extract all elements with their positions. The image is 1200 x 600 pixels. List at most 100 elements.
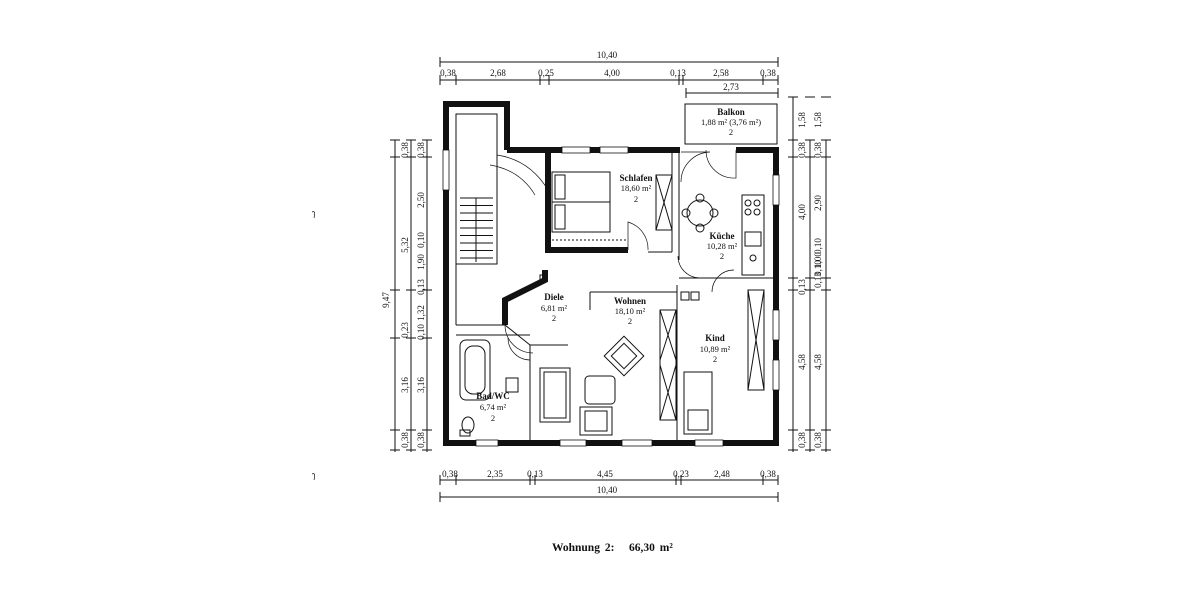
dim-right-outer-segment: 0,38 xyxy=(797,142,807,158)
dim-top-total: 10,40 xyxy=(597,50,618,60)
wall-unit-icon xyxy=(659,309,677,421)
dim-top-segment: 2,68 xyxy=(490,68,506,78)
room-kind-count: 2 xyxy=(713,354,717,364)
dim-bottom-segment: 2,35 xyxy=(487,469,503,479)
toilet-icon xyxy=(461,416,475,434)
window xyxy=(442,149,450,191)
windows xyxy=(442,146,780,447)
armchair-icon xyxy=(579,406,613,436)
window xyxy=(621,439,653,447)
dim-right-inner-segment: 0,38 xyxy=(813,432,823,448)
dim-right-inner-segment: 1,58 xyxy=(813,112,823,128)
bottom-dimension-chain: 10,40 xyxy=(440,479,778,498)
sink-icon xyxy=(505,377,519,393)
room-wohnen-area: 18,10 m² xyxy=(615,306,646,316)
dim-top-segment: 0,25 xyxy=(538,68,554,78)
dim-right-inner-segment: 0,13 xyxy=(813,272,823,288)
dim-right-outer-segment: 4,00 xyxy=(797,204,807,220)
room-labels: Balkon 1,88 m² (3,76 m²) 2 Schlafen 18,6… xyxy=(476,107,761,423)
dim-left-inner-segment: 2,50 xyxy=(416,192,426,208)
dim-top-segment: 2,58 xyxy=(713,68,729,78)
room-kind-area: 10,89 m² xyxy=(700,344,731,354)
top-dimension-chain: 10,40 2,73 xyxy=(440,50,778,94)
dim-right-inner-segment: 0,10 xyxy=(813,238,823,254)
dim-bottom-segment: 4,45 xyxy=(597,469,613,479)
dim-top-segment: 0,13 xyxy=(670,68,686,78)
window xyxy=(475,439,499,447)
dim-left-inner-segment: 1,32 xyxy=(416,305,426,321)
dim-top-segment: 4,00 xyxy=(604,68,620,78)
room-diele-area: 6,81 m² xyxy=(541,303,568,313)
balcony-outline xyxy=(684,103,778,145)
room-bad-area: 6,74 m² xyxy=(480,402,507,412)
dim-right-inner-segment: 4,58 xyxy=(813,354,823,370)
armchair-rotated-icon xyxy=(603,335,645,377)
window xyxy=(599,146,629,154)
dim-bottom-segment: 0,38 xyxy=(442,469,458,479)
scan-mark xyxy=(311,473,316,481)
room-wohnen-count: 2 xyxy=(628,316,632,326)
room-kueche-name: Küche xyxy=(709,231,734,241)
furniture xyxy=(459,171,765,437)
dim-right-outer-segment: 4,58 xyxy=(797,354,807,370)
room-wohnen-name: Wohnen xyxy=(614,296,646,306)
left-dimension-chain: 9,47 xyxy=(381,140,428,452)
wardrobe-icon xyxy=(655,174,673,231)
dim-left-outer-segment: 0,38 xyxy=(400,142,410,158)
dim-right-inner-segment: 0,38 xyxy=(813,142,823,158)
dining-table-icon xyxy=(686,199,714,227)
caption-total: 66,30 m² xyxy=(629,542,673,554)
room-schlafen-area: 18,60 m² xyxy=(621,183,652,193)
doors xyxy=(504,149,737,361)
dim-left-outer-segment: 0,38 xyxy=(400,432,410,448)
single-bed-icon xyxy=(683,371,713,435)
sofa-icon xyxy=(539,367,571,423)
dim-right-outer-segment: 0,13 xyxy=(797,279,807,295)
caption-label: Wohnung 2: xyxy=(552,542,615,554)
window xyxy=(772,359,780,391)
window xyxy=(561,146,591,154)
window xyxy=(559,439,587,447)
dim-right-inner-segment: 1,00 xyxy=(813,252,823,268)
room-kind-name: Kind xyxy=(705,333,725,343)
room-balkon-count: 2 xyxy=(729,127,733,137)
room-bad-name: Bad/WC xyxy=(476,391,510,401)
room-kueche-count: 2 xyxy=(720,251,724,261)
dim-bottom-segment: 2,48 xyxy=(714,469,730,479)
window xyxy=(772,309,780,341)
dim-left-inner-segment: 0,10 xyxy=(416,232,426,248)
window xyxy=(772,174,780,206)
dim-left-outer-segment: 3,16 xyxy=(400,377,410,393)
room-diele-name: Diele xyxy=(544,292,564,302)
dim-bottom-segment: 0,13 xyxy=(527,469,543,479)
dim-bottom-segment: 0,38 xyxy=(760,469,776,479)
room-balkon-name: Balkon xyxy=(717,107,745,117)
dim-right-outer-segment: 1,58 xyxy=(797,112,807,128)
dim-left-inner-segment: 0,38 xyxy=(416,432,426,448)
bathtub-icon xyxy=(459,339,491,401)
room-schlafen-count: 2 xyxy=(634,194,638,204)
window xyxy=(694,439,724,447)
dim-bottom-total: 10,40 xyxy=(597,485,618,495)
dim-top-balcony: 2,73 xyxy=(723,82,739,92)
dim-right-inner-segment: 0,10 xyxy=(813,260,823,276)
right-dimension-chain xyxy=(792,97,827,452)
room-bad-count: 2 xyxy=(491,413,495,423)
dim-left-inner-segment: 0,38 xyxy=(416,142,426,158)
dim-top-segment: 0,38 xyxy=(440,68,456,78)
dim-left-inner-segment: 1,90 xyxy=(416,254,426,270)
dim-left-inner-segment: 0,10 xyxy=(416,324,426,340)
dim-left-total: 9,47 xyxy=(381,292,391,308)
scan-mark xyxy=(311,211,316,219)
dim-left-inner-segment: 0,13 xyxy=(416,279,426,295)
room-kueche-area: 10,28 m² xyxy=(707,241,738,251)
dim-bottom-segment: 0,23 xyxy=(673,469,689,479)
room-balkon-area: 1,88 m² (3,76 m²) xyxy=(701,117,761,127)
apartment-caption: Wohnung 2: 66,30 m² xyxy=(552,542,673,554)
kitchen-counter-icon xyxy=(741,194,765,276)
dim-left-outer-segment: 0,23 xyxy=(400,322,410,338)
dim-top-segment: 0,38 xyxy=(760,68,776,78)
dim-left-inner-segment: 3,16 xyxy=(416,377,426,393)
coffee-table-icon xyxy=(584,375,616,405)
